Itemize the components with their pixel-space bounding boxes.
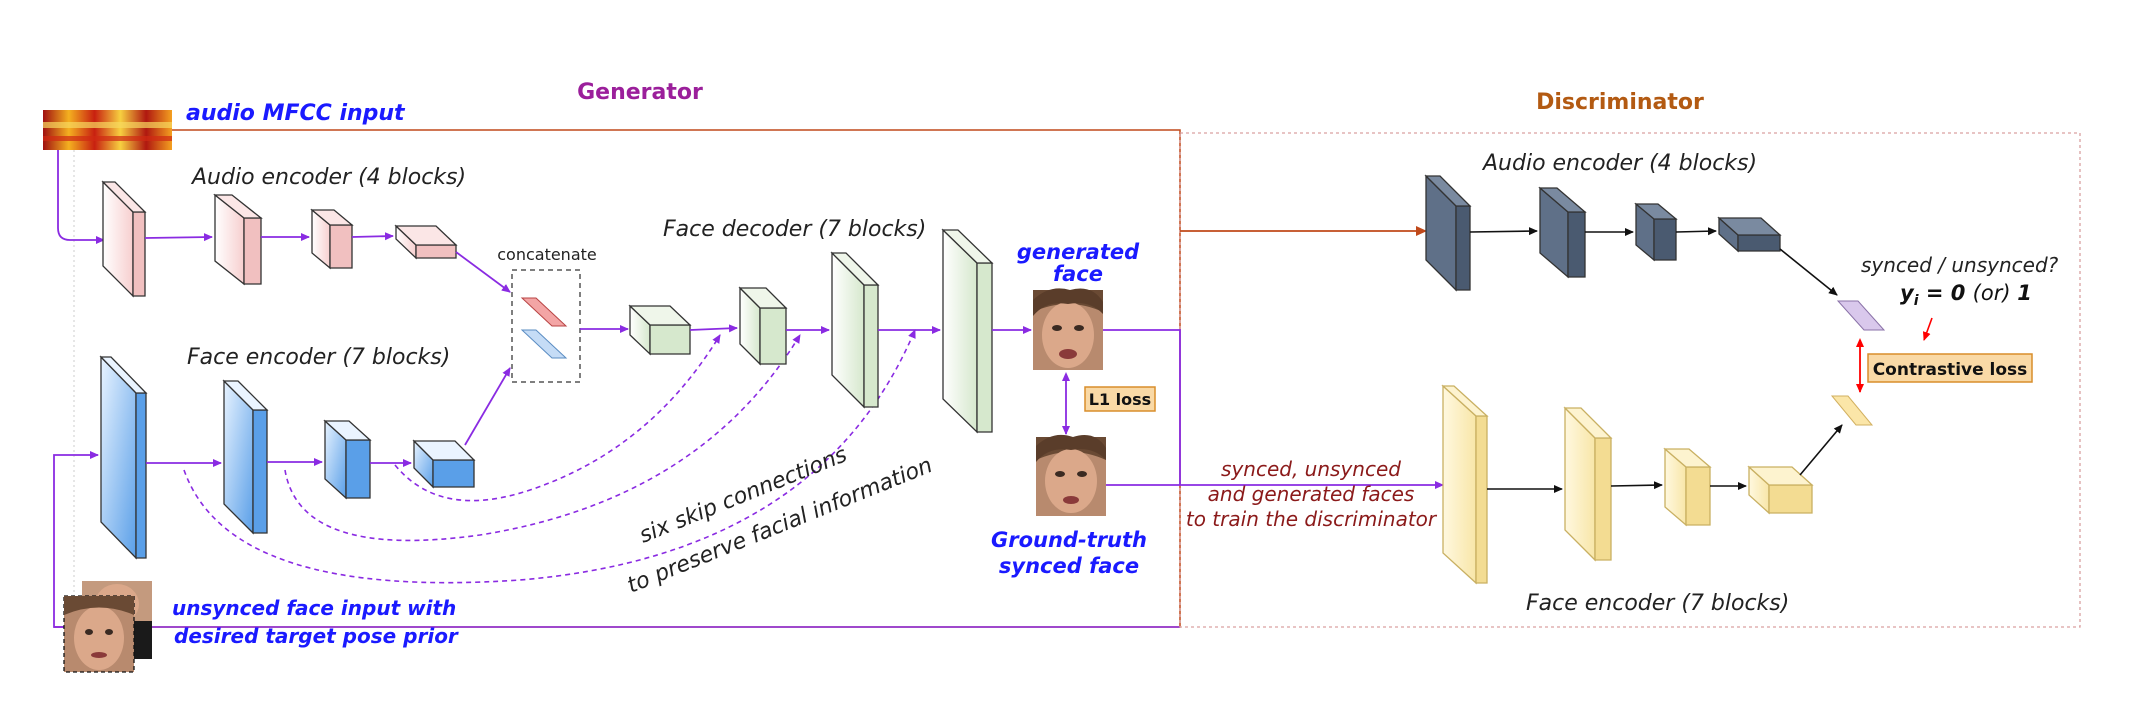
disc-face-block-4 — [1747, 465, 1814, 515]
disc-audio-embedding — [1836, 300, 1886, 331]
gen-face-block-2 — [222, 379, 269, 535]
skip-connection-1 — [394, 334, 721, 502]
disc-audio-block-2 — [1538, 186, 1587, 279]
concat-audio-feature — [520, 297, 568, 327]
gen-face-block-1 — [99, 355, 148, 560]
decoder-block-3 — [830, 251, 880, 409]
train-faces-label-line-1: synced, unsynced — [1221, 457, 1401, 481]
disc-face-to-embedding-arrow — [1799, 424, 1843, 476]
gen-face-block-3 — [323, 419, 372, 500]
audio-to-concat-arrow — [455, 251, 511, 293]
skip-connection-3 — [183, 329, 916, 584]
disc-face-encoder-label: Face encoder (7 blocks) — [1526, 591, 1789, 616]
unsynced-input-label-line-2: desired target pose prior — [174, 624, 459, 648]
mfcc-spectrogram — [43, 110, 172, 150]
gen-face-block-4 — [412, 439, 476, 489]
unsynced-face-image — [63, 581, 152, 673]
l1-loss-label: L1 loss — [1089, 390, 1151, 409]
audio-mfcc-label: audio MFCC input — [186, 101, 406, 126]
contrastive-loss-box — [1867, 353, 2033, 383]
l1-loss-box — [1084, 386, 1156, 412]
disc-audio-encoder-label: Audio encoder (4 blocks) — [1481, 151, 1757, 176]
disc-face-block-1 — [1441, 384, 1489, 585]
skip-connection-2 — [284, 334, 801, 542]
decoder-block-2 — [738, 286, 788, 366]
disc-audio-block-1 — [1424, 174, 1472, 292]
disc-audio-block-4 — [1717, 216, 1782, 253]
generated-face-to-discriminator-line — [1103, 329, 1181, 485]
ground-truth-face-image — [1036, 434, 1106, 516]
disc-face-block-3 — [1663, 447, 1712, 527]
train-faces-label-line-3: to train the discriminator — [1186, 507, 1438, 531]
ground-truth-label-line-2: synced face — [999, 554, 1139, 578]
concat-face-feature — [520, 329, 568, 359]
face-to-concat-arrow — [464, 367, 511, 446]
gen-audio-arrow-1 — [144, 233, 213, 242]
contrastive-loss-label: Contrastive loss — [1873, 360, 2028, 380]
mfcc-to-audio-encoder-arrow — [57, 150, 105, 244]
gen-audio-block-2 — [213, 193, 263, 286]
disc-face-arrow-2 — [1610, 481, 1663, 490]
gen-audio-block-4 — [394, 224, 458, 260]
generated-face-label-line-2: face — [1053, 262, 1103, 286]
decoder-arrow-1 — [689, 324, 738, 333]
generated-face-image — [1033, 288, 1103, 370]
disc-audio-to-embedding-arrow — [1779, 248, 1838, 296]
generator-title: Generator — [577, 80, 703, 105]
generated-face-label-line-1: generated — [1017, 240, 1140, 264]
decoder-block-4 — [941, 228, 994, 434]
synced-question-label: synced / unsynced? — [1861, 253, 2059, 277]
decoder-block-1 — [628, 304, 692, 356]
disc-audio-arrow-1 — [1469, 227, 1538, 236]
disc-face-block-2 — [1563, 406, 1613, 562]
train-faces-label-line-2: and generated faces — [1208, 482, 1415, 506]
concatenate-box — [511, 269, 581, 383]
label-to-loss-red-arrow — [1922, 317, 1933, 341]
gen-audio-block-1 — [101, 180, 147, 298]
label-formula: yi = 0 (or) 1 — [1900, 281, 2032, 309]
ground-truth-label-line-1: Ground-truth — [991, 528, 1147, 552]
gen-audio-block-3 — [310, 208, 354, 270]
mfcc-spectrogram-band — [43, 122, 172, 128]
disc-audio-block-3 — [1634, 202, 1678, 262]
gen-face-encoder-label: Face encoder (7 blocks) — [187, 345, 450, 370]
unsynced-input-label-line-1: unsynced face input with — [172, 596, 456, 620]
gen-audio-encoder-label: Audio encoder (4 blocks) — [190, 165, 466, 190]
discriminator-title: Discriminator — [1536, 90, 1704, 115]
disc-audio-arrow-3 — [1675, 227, 1717, 236]
face-decoder-label: Face decoder (7 blocks) — [663, 217, 926, 242]
concatenate-label: concatenate — [497, 245, 597, 264]
disc-face-embedding — [1830, 395, 1874, 426]
gen-audio-arrow-3 — [351, 232, 394, 241]
mfcc-spectrogram-band-2 — [43, 136, 172, 141]
